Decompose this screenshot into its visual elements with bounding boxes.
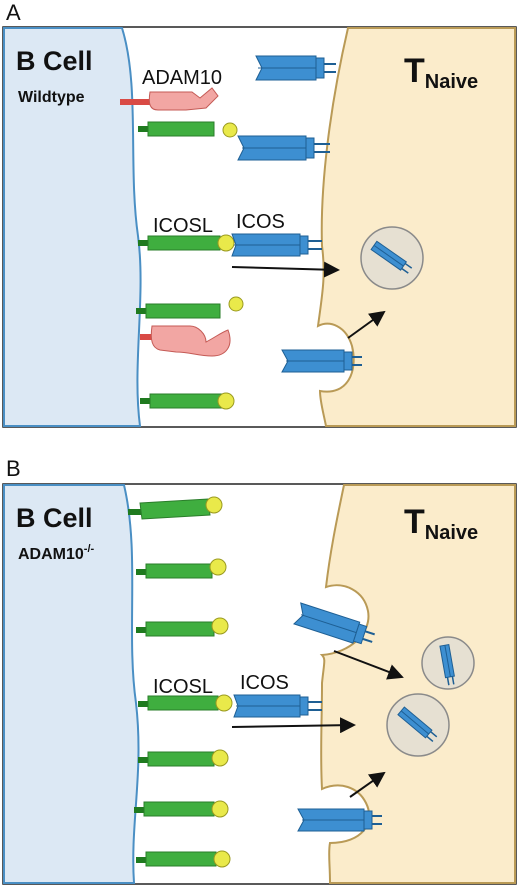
adam10-enzyme-2 xyxy=(140,325,231,357)
icos-internalizing-2 xyxy=(297,808,382,832)
icosl-intact xyxy=(140,392,235,410)
icosl-intact-1 xyxy=(128,496,223,520)
t-cell-label-main: T xyxy=(404,503,425,541)
b-cell-membrane xyxy=(3,27,142,427)
b-cell-title: B Cell xyxy=(16,46,93,76)
endocytosis-arrow xyxy=(231,717,356,734)
icosl-intact-7 xyxy=(136,850,231,868)
b-cell-membrane xyxy=(3,484,140,884)
panel-b-letter: B xyxy=(6,456,21,481)
icos-bound-receptor xyxy=(231,233,322,257)
t-cell-label: TNaive xyxy=(404,503,478,544)
internalization-arrow-1 xyxy=(333,650,404,680)
icos-receptor xyxy=(255,55,336,81)
t-cell-label-main: T xyxy=(404,52,425,90)
icosl-cleaved xyxy=(138,121,215,137)
panel-b-diagram: B Cell ADAM10-/- TNaive ICOSL ICOS xyxy=(2,483,517,885)
b-cell-subtitle-sup: -/- xyxy=(84,543,95,555)
icos-label: ICOS xyxy=(236,211,285,233)
adam10-enzyme xyxy=(120,87,219,111)
icosl-intact-5 xyxy=(138,749,229,767)
icosl-bound xyxy=(138,234,235,252)
t-cell-label-sub: Naive xyxy=(425,71,478,93)
icosl-label: ICOSL xyxy=(153,676,213,698)
endocytosis-arrow xyxy=(231,261,340,278)
icos-bound-receptor xyxy=(233,694,322,718)
internalization-arrow-2 xyxy=(349,771,386,798)
shed-icosl-head-2 xyxy=(228,296,244,312)
shed-icosl-head xyxy=(222,122,238,138)
t-cell-label-sub: Naive xyxy=(425,522,478,544)
internalization-arrow xyxy=(347,310,386,339)
endocytic-vesicle-1 xyxy=(421,636,475,690)
b-cell-subtitle: Wildtype xyxy=(18,89,85,106)
icosl-intact-3 xyxy=(136,617,229,637)
b-cell-subtitle: ADAM10-/- xyxy=(18,543,95,563)
endocytic-vesicle-2 xyxy=(386,693,450,757)
b-cell-subtitle-main: ADAM10 xyxy=(18,546,84,563)
icosl-label: ICOSL xyxy=(153,215,213,237)
icosl-intact-2 xyxy=(136,558,227,579)
icos-receptor-2 xyxy=(237,135,330,161)
panel-a-diagram: B Cell Wildtype TNaive ADAM10 ICOSL ICOS xyxy=(2,26,517,428)
t-cell-membrane xyxy=(316,27,516,427)
icos-internalizing-1 xyxy=(293,602,375,645)
endocytic-vesicle xyxy=(360,226,424,290)
icosl-bound xyxy=(138,694,233,712)
panel-a-letter: A xyxy=(6,0,21,25)
icosl-intact-6 xyxy=(134,800,229,818)
icos-internalizing xyxy=(281,349,362,373)
t-cell-label: TNaive xyxy=(404,52,478,93)
adam10-label: ADAM10 xyxy=(142,67,222,89)
icosl-cleaved-2 xyxy=(136,303,221,319)
icos-label: ICOS xyxy=(240,672,289,694)
b-cell-title: B Cell xyxy=(16,503,93,533)
